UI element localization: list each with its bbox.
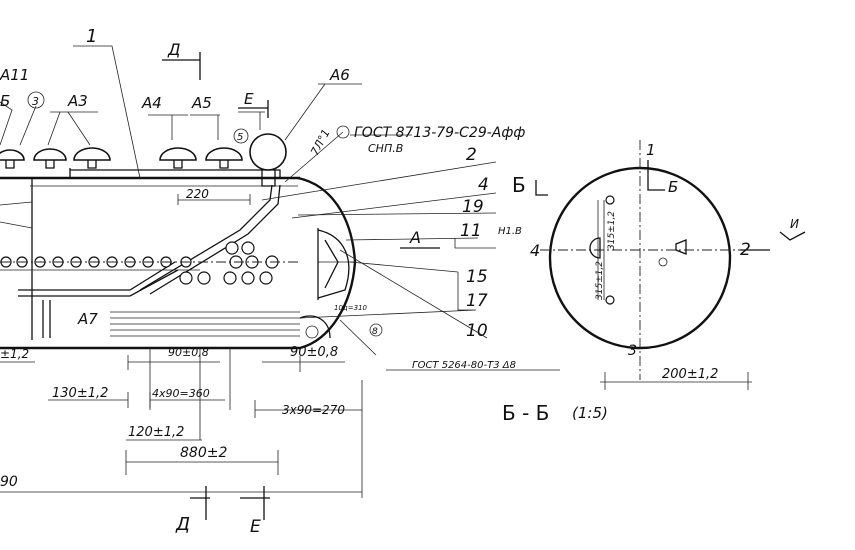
label-dim-220: 220 (186, 187, 209, 201)
label-gost-weld: ГОСТ 8713-79-С29-Афф (354, 125, 525, 141)
label-sec-scale: (1:5) (572, 404, 608, 422)
label-gost-weld2: ГОСТ 5264-80-Т3 Δ8 (412, 360, 516, 371)
label-sec-200: 200±1,2 (662, 367, 718, 382)
label-circle-8: 8 (372, 327, 378, 337)
label-a5: А5 (191, 94, 212, 112)
hole-pattern (0, 241, 300, 285)
label-view-e-top: Е (244, 90, 254, 108)
leader-lines (0, 45, 560, 371)
top-fittings (0, 133, 287, 187)
label-sec-4: 4 (530, 241, 540, 260)
label-item-15: 15 (466, 267, 488, 287)
label-dim-880: 880±2 (180, 445, 227, 461)
label-dim-note-small: 10д=310 (334, 304, 368, 312)
label-sec-315a: 315±1,2 (595, 261, 605, 300)
label-view-d-bottom: Д (175, 514, 190, 535)
label-item-7n1: 7Л°1 (308, 127, 333, 158)
label-gost-weld-sub: СНП.В (368, 142, 403, 155)
label-a6: А6 (329, 66, 350, 84)
label-sec-315b: 315±1,2 (607, 211, 617, 250)
vessel-body (0, 168, 357, 350)
drawing-labels: А11 Б 3 А3 1 Д А4 А5 Е А6 5 7Л°1 ГОСТ 87… (0, 26, 799, 537)
label-dim-120: 120±1,2 (128, 425, 184, 440)
dimension-lines (0, 52, 548, 520)
label-sec-title: Б - Б (502, 401, 549, 425)
label-item-19: 19 (462, 197, 484, 217)
label-arrow-a: А (409, 228, 421, 247)
label-item-11: 11 (460, 221, 482, 241)
label-a11: А11 (0, 66, 29, 84)
label-cut-b: Б (0, 92, 10, 110)
label-item-4: 4 (478, 175, 489, 195)
label-dim-90b: 90±0,8 (290, 345, 338, 360)
label-a7: А7 (77, 310, 98, 328)
label-view-e-bottom: Е (250, 517, 261, 537)
label-view-d-top: Д (167, 40, 181, 59)
label-left-12: ±1,2 (0, 347, 29, 361)
label-dim-left-90: 90 (0, 474, 18, 490)
label-sec-i: И (790, 217, 799, 231)
label-item-1: 1 (86, 26, 97, 47)
label-dim-130: 130±1,2 (52, 386, 108, 401)
section-b-b (540, 140, 806, 390)
label-dim-3x90: 3х90=270 (282, 403, 345, 417)
label-circle-3: 3 (32, 95, 39, 108)
label-a3: А3 (67, 92, 88, 110)
label-item-11-note: Н1.В (498, 226, 522, 237)
label-dim-90a: 90±0,8 (168, 346, 209, 359)
label-item-17: 17 (466, 291, 488, 311)
label-item-2: 2 (466, 145, 477, 165)
label-sec-3: 3 (628, 343, 637, 359)
label-item-10: 10 (466, 321, 488, 341)
label-dim-4x90: 4х90=360 (152, 387, 210, 400)
label-sec-1: 1 (646, 141, 656, 159)
label-section-b-top: Б (512, 173, 526, 197)
label-a4: А4 (141, 94, 162, 112)
label-sec-2: 2 (740, 240, 751, 260)
label-sec-b: Б (668, 178, 678, 196)
label-circle-5: 5 (237, 132, 243, 143)
